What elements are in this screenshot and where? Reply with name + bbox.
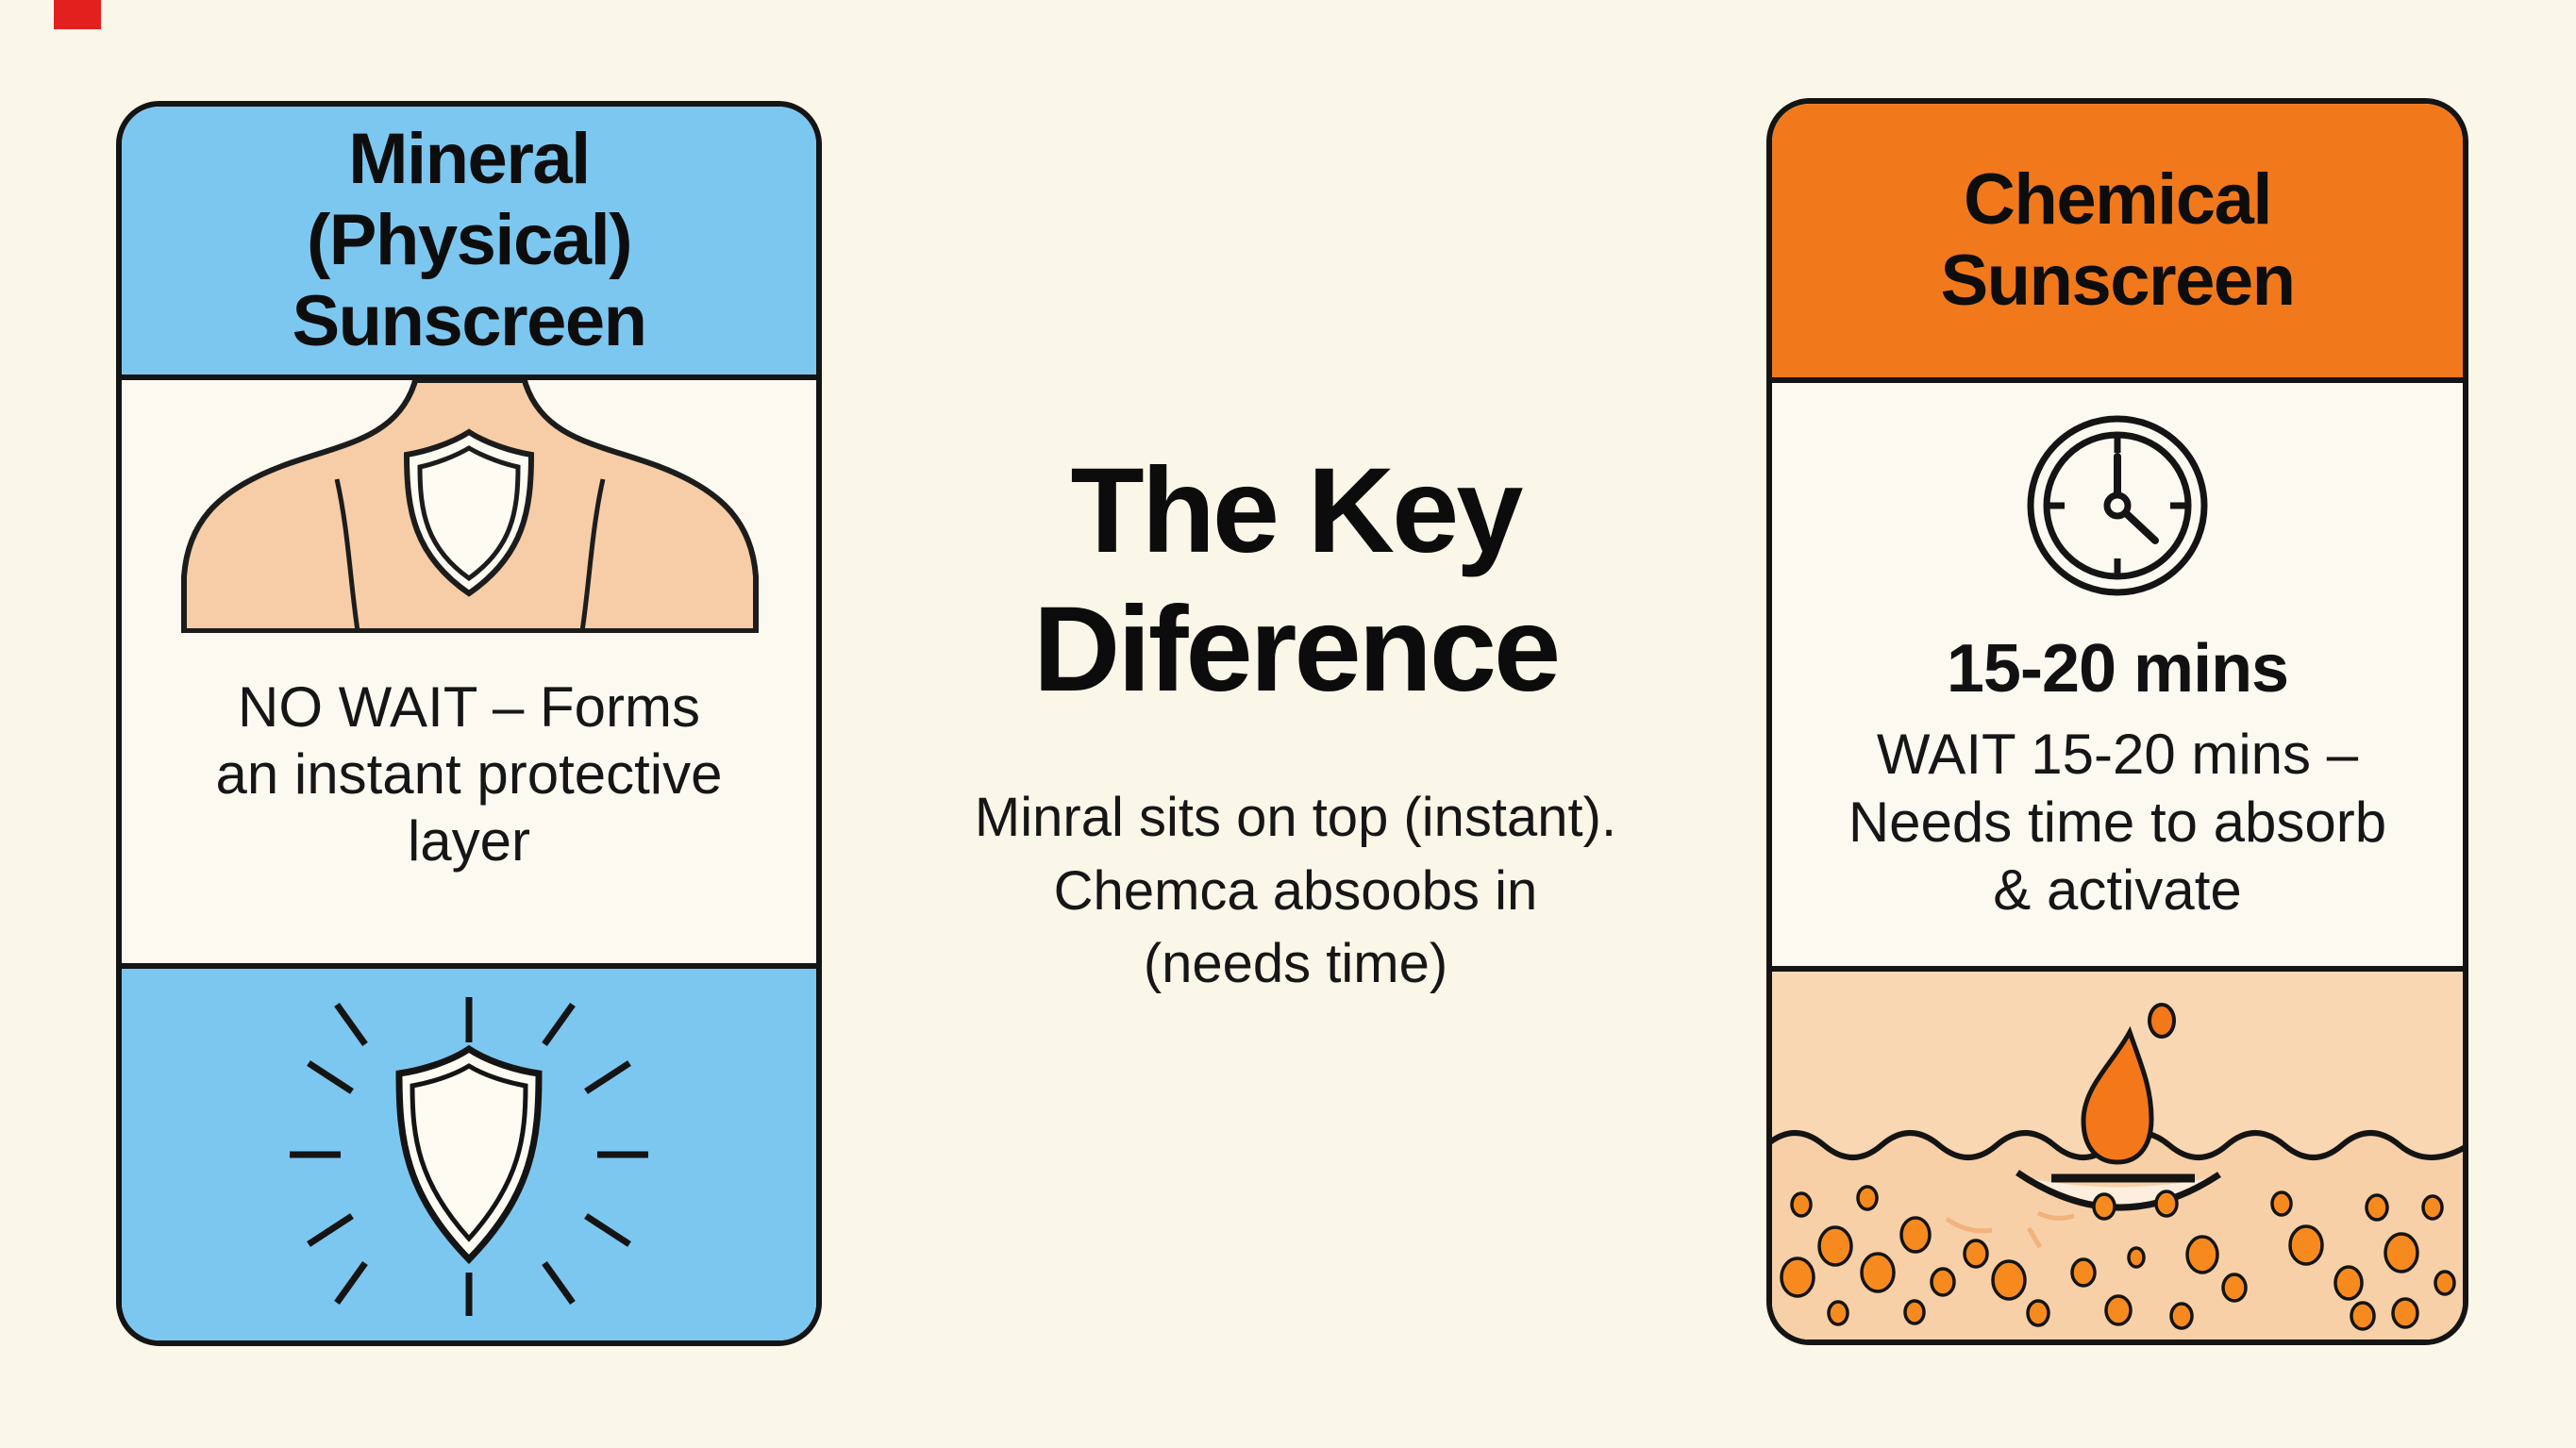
chemical-caption: WAIT 15-20 mins – Needs time to absorb &… <box>1772 721 2463 924</box>
chemical-caption-line: Needs time to absorb <box>1848 791 2387 854</box>
key-difference-title: The Key Diference <box>946 441 1645 719</box>
chemical-caption-line: WAIT 15-20 mins – <box>1876 723 2359 786</box>
chest-shield-icon <box>403 428 535 597</box>
absorption-glow-strokes <box>1945 1210 2075 1249</box>
chemical-sunscreen-card: Chemical Sunscreen <box>1766 98 2468 1345</box>
mineral-caption-line: an instant protective <box>215 741 723 806</box>
skin-particles <box>1780 1185 2456 1331</box>
mineral-card-header: Mineral (Physical) Sunscreen <box>122 107 816 380</box>
mineral-caption-line: NO WAIT – Forms <box>237 675 701 739</box>
subtitle-line: (needs time) <box>1143 932 1448 994</box>
center-panel: The Key Diference Minral sits on top (in… <box>946 441 1645 1000</box>
mineral-card-body: NO WAIT – Forms an instant protective la… <box>122 380 816 963</box>
wait-duration-label: 15-20 mins <box>1946 631 2289 707</box>
chemical-caption-line: & activate <box>1993 858 2242 922</box>
mineral-caption-line: layer <box>407 808 531 873</box>
mineral-card-title: Mineral (Physical) Sunscreen <box>292 119 647 362</box>
chemical-card-title: Chemical Sunscreen <box>1940 159 2296 322</box>
mineral-title-line: Mineral <box>348 119 591 200</box>
glowing-shield-icon <box>290 997 648 1316</box>
subtitle-line: Minral sits on top (instant). <box>974 787 1617 849</box>
chemical-card-header: Chemical Sunscreen <box>1772 104 2463 383</box>
subtitle-line: Chemca absoobs in <box>1053 859 1538 922</box>
red-artifact-mark <box>54 0 101 29</box>
chemical-title-line: Sunscreen <box>1940 241 2296 321</box>
droplet-icon <box>2081 1003 2176 1165</box>
mineral-title-line: (Physical) <box>306 200 633 281</box>
torso-with-shield-icon <box>181 380 759 633</box>
mineral-card-footer <box>122 963 816 1340</box>
chemical-card-footer <box>1772 966 2463 1340</box>
chemical-card-body: 15-20 mins WAIT 15-20 mins – Needs time … <box>1772 383 2463 966</box>
title-line: The Key <box>1070 443 1524 578</box>
chemical-title-line: Chemical <box>1964 159 2272 241</box>
mineral-sunscreen-card: Mineral (Physical) Sunscreen NO WAIT – F… <box>116 101 822 1346</box>
key-difference-subtitle: Minral sits on top (instant). Chemca abs… <box>946 781 1645 999</box>
mineral-title-line: Sunscreen <box>292 280 647 361</box>
droplet-absorbing-into-skin-illustration <box>1772 972 2463 1340</box>
title-line: Diference <box>1032 582 1561 718</box>
droplet-dot <box>2148 1003 2176 1039</box>
clock-icon <box>2027 415 2208 596</box>
mineral-caption: NO WAIT – Forms an instant protective la… <box>122 674 816 874</box>
